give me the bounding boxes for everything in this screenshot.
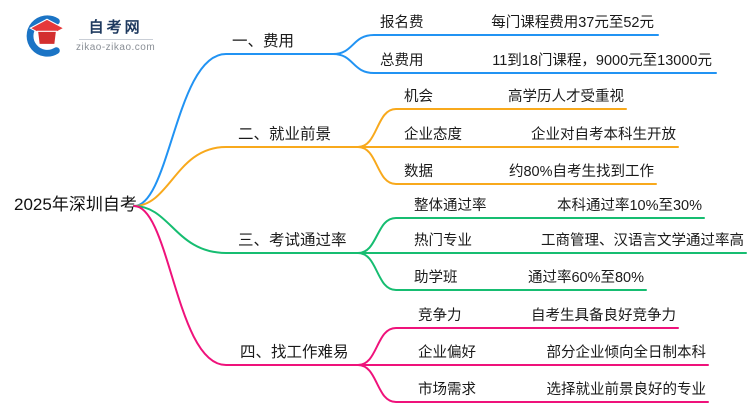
child-value-label[interactable]: 部分企业倾向全日制本科 [546,345,707,361]
branch-node-employment[interactable]: 二、就业前景 [238,126,332,143]
branch-job-difficulty-child-3-line [357,364,709,403]
child-node-row[interactable]: 数据 约80%自考生找到工作 [404,162,654,182]
branch-node-fees[interactable]: 一、费用 [232,33,295,50]
child-value-label[interactable]: 高学历人才受重视 [508,89,624,105]
logo-domain: zikao-zikao.com [76,41,156,53]
child-key-label[interactable]: 机会 [404,89,433,105]
branch-fees-child-1-line [332,34,659,55]
child-key-label[interactable]: 热门专业 [414,233,472,249]
branch-pass-rate-child-1-line [357,217,705,254]
child-key-label[interactable]: 竞争力 [418,308,462,324]
child-node-row[interactable]: 报名费 每门课程费用37元至52元 [380,13,654,33]
branch-employment-line [133,146,359,207]
child-key-label[interactable]: 报名费 [380,15,424,31]
logo-divider [78,38,153,40]
branch-employment-child-1-line [357,108,627,148]
branch-employment-child-3-line [357,146,657,185]
child-value-label[interactable]: 工商管理、汉语言文学通过率高 [541,233,744,249]
child-value-label[interactable]: 每门课程费用37元至52元 [491,15,654,31]
child-key-label[interactable]: 企业偏好 [418,345,476,361]
child-value-label[interactable]: 本科通过率10%至30% [556,198,702,214]
logo-text-block: 自考网 zikao-zikao.com [76,19,155,54]
logo-title: 自考网 [88,18,143,36]
child-value-label[interactable]: 通过率60%至80% [527,270,644,286]
child-node-row[interactable]: 机会 高学历人才受重视 [404,87,624,107]
child-value-label[interactable]: 自考生具备良好竞争力 [531,308,676,324]
branch-job-difficulty-child-1-line [357,327,679,366]
child-node-row[interactable]: 市场需求 选择就业前景良好的专业 [418,380,706,400]
child-value-label[interactable]: 11到18门课程，9000元至13000元 [492,53,712,69]
child-node-row[interactable]: 竞争力 自考生具备良好竞争力 [418,306,676,326]
root-node[interactable]: 2025年深圳自考 [14,195,137,214]
child-key-label[interactable]: 市场需求 [418,382,476,398]
branch-node-job-difficulty[interactable]: 四、找工作难易 [240,344,349,361]
child-node-row[interactable]: 总费用 11到18门课程，9000元至13000元 [380,51,712,71]
branch-pass-rate-child-3-line [357,252,647,291]
branch-pass-rate-line [133,205,359,254]
child-value-label[interactable]: 选择就业前景良好的专业 [546,382,707,398]
site-logo: 自考网 zikao-zikao.com [24,13,155,59]
child-key-label[interactable]: 整体通过率 [414,198,487,214]
branch-fees-line [133,53,334,207]
branch-fees-child-2-line [332,53,717,74]
child-key-label[interactable]: 总费用 [380,53,424,69]
child-key-label[interactable]: 助学班 [414,270,458,286]
branch-job-difficulty-line [133,205,359,366]
child-key-label[interactable]: 企业态度 [404,127,462,143]
child-value-label[interactable]: 企业对自考本科生开放 [531,127,676,143]
child-node-row[interactable]: 企业态度 企业对自考本科生开放 [404,125,676,145]
child-node-row[interactable]: 热门专业 工商管理、汉语言文学通过率高 [414,231,744,251]
logo-graduation-cap-icon [26,15,65,57]
child-node-row[interactable]: 助学班 通过率60%至80% [414,268,644,288]
child-key-label[interactable]: 数据 [404,164,433,180]
branch-node-pass-rate[interactable]: 三、考试通过率 [238,232,347,249]
child-value-label[interactable]: 约80%自考生找到工作 [508,164,654,180]
child-node-row[interactable]: 整体通过率 本科通过率10%至30% [414,196,702,216]
child-node-row[interactable]: 企业偏好 部分企业倾向全日制本科 [418,343,706,363]
